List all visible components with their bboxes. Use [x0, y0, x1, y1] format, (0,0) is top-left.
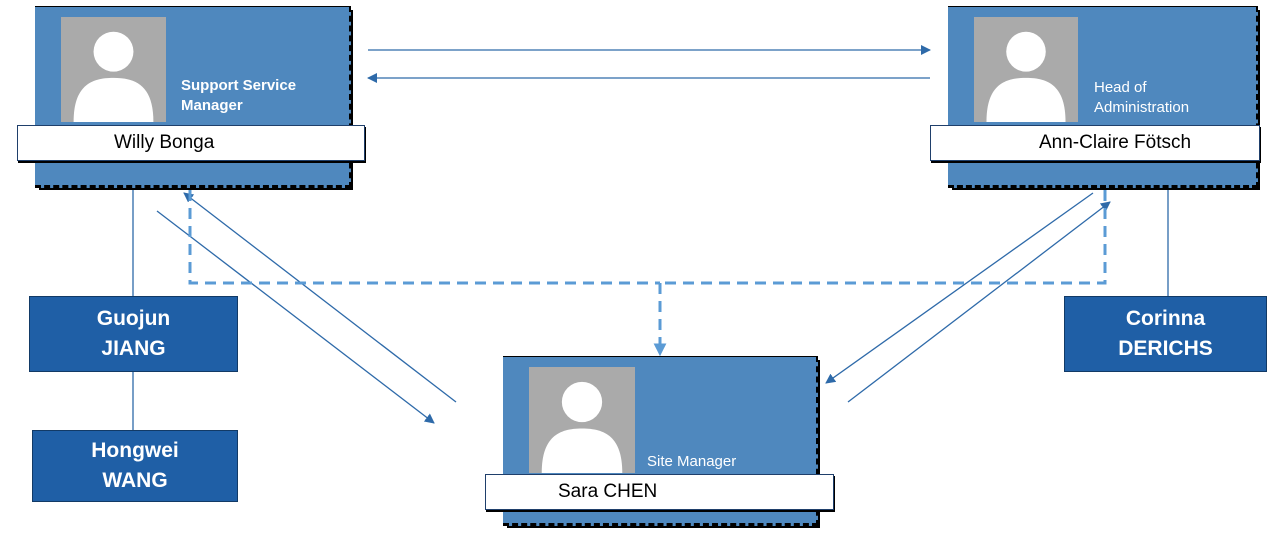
name-box-hongwei-wang: Hongwei WANG	[32, 430, 238, 502]
dashed-link-admin	[660, 190, 1107, 285]
name-box-corinna-derichs: Corinna DERICHS	[1064, 296, 1267, 372]
role-label: Support Service Manager	[181, 77, 297, 114]
dashed-link-support	[188, 190, 660, 285]
arrow-support-to-site	[156, 210, 435, 424]
first-name: Corinna	[1125, 307, 1206, 330]
first-name: Hongwei	[91, 439, 179, 462]
person-silhouette-icon	[529, 367, 635, 473]
name-bar-sara-chen: Sara CHEN	[485, 474, 834, 510]
person-silhouette-icon	[61, 17, 166, 122]
first-name: Guojun	[96, 307, 171, 330]
role-label: Site Manager	[647, 453, 737, 470]
arrow-site-to-admin	[847, 201, 1111, 403]
last-name: JIANG	[101, 337, 166, 360]
person-silhouette-icon	[974, 17, 1078, 122]
last-name: WANG	[102, 469, 168, 492]
role-label: Head of Administration	[1094, 79, 1190, 116]
arrow-site-to-support	[183, 192, 457, 403]
name-bar-ann-claire-foetsch: Ann-Claire Fötsch	[930, 125, 1260, 161]
arrow-admin-to-site	[825, 192, 1094, 384]
name-bar-willy-bonga: Willy Bonga	[17, 125, 365, 161]
last-name: DERICHS	[1118, 337, 1213, 360]
name-box-guojun-jiang: Guojun JIANG	[29, 296, 238, 372]
